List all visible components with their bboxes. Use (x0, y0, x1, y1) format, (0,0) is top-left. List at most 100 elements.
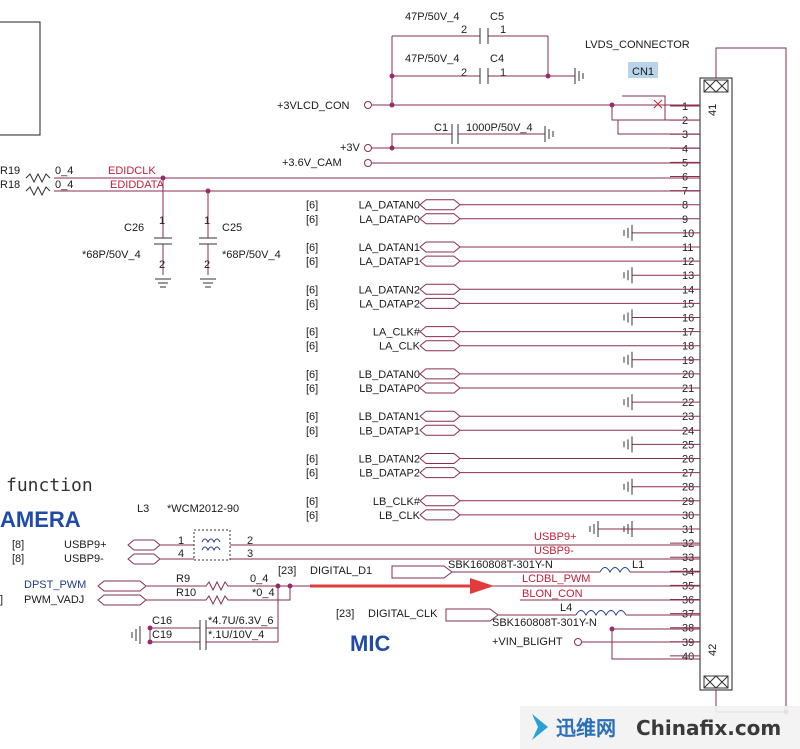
cap-c4: 47P/50V_4 C4 2 1 (392, 53, 575, 84)
clk-page-ref: [23] (336, 608, 354, 620)
c4-pin-b: 1 (500, 67, 506, 79)
lvds-page-ref: [6] (306, 369, 318, 381)
c4-value: 47P/50V_4 (405, 53, 459, 65)
mount-pin-41: 41 (707, 104, 719, 116)
vin-blight-net: +VIN_BLIGHT (492, 636, 563, 648)
cap-c5: 47P/50V_4 C5 2 1 (392, 11, 548, 44)
offpage-connector-icon (419, 495, 461, 507)
l3-pin4: 4 (178, 548, 184, 560)
pin-number: 26 (682, 454, 694, 466)
lcdbl-net: LCDBL_PWM (522, 573, 590, 585)
lvds-signal-row: [6]LA_DATAP2 (306, 297, 670, 310)
offpage-connector-icon (419, 213, 461, 225)
lvds-net-name: LB_DATAN2 (359, 454, 420, 466)
c25-pin1: 1 (204, 215, 210, 227)
pwm-page-ref: ] (0, 594, 3, 606)
lvds-net-name: LB_DATAP1 (359, 425, 420, 437)
lvds-net-name: LB_DATAP2 (359, 468, 420, 480)
net-vin-blight: +VIN_BLIGHT (492, 636, 700, 648)
l3-pin2: 2 (247, 535, 253, 547)
d1-net: DIGITAL_D1 (310, 565, 372, 577)
lvds-signal-row: [6]LA_DATAP1 (306, 255, 670, 268)
offpage-connector-icon (419, 424, 461, 436)
highlight-arrow (470, 578, 494, 594)
offpage-connector-icon (419, 382, 461, 394)
l1-value: SBK160808T-301Y-N (448, 559, 553, 571)
offpage-connector-icon (419, 297, 461, 309)
lvds-net-name: LA_DATAP0 (359, 214, 420, 226)
caps-c16-c19: C16 C19 *4.7U/6.3V_6 *.1U/10V_4 (131, 615, 279, 650)
pin-number: 14 (682, 284, 694, 296)
dpst-net: DPST_PWM (24, 579, 86, 591)
pin-number: 4 (682, 143, 688, 155)
c16-ref: C16 (152, 615, 172, 627)
net-edidda: EDIDDATA (110, 179, 165, 191)
lvds-page-ref: [6] (306, 214, 318, 226)
net-3v: +3V C1 1000P/50V_4 (340, 122, 700, 154)
clk-net: DIGITAL_CLK (368, 608, 438, 620)
lvds-net-name: LB_DATAN0 (359, 369, 420, 381)
ground-icon (623, 351, 670, 368)
net-3v6-label: +3.6V_CAM (282, 157, 342, 169)
lvds-page-ref: [6] (306, 468, 318, 480)
lvds-net-name: LA_CLK (379, 341, 421, 353)
c26-pin1: 1 (159, 215, 165, 227)
lvds-signal-row: [6]LB_DATAP1 (306, 424, 670, 437)
pin-number: 31 (682, 524, 694, 536)
ground-icon (623, 267, 670, 284)
pin-number: 30 (682, 510, 694, 522)
digital-clk-line: [23] DIGITAL_CLK L4 SBK160808T-301Y-N (336, 602, 700, 660)
r9-ref: R9 (176, 573, 190, 585)
lvds-net-name: LA_DATAN2 (359, 284, 420, 296)
pin-number: 23 (682, 411, 694, 423)
c19-value: *.1U/10V_4 (208, 629, 264, 641)
r18-ref: R18 (0, 179, 20, 191)
pin-number: 29 (682, 496, 694, 508)
ground-icon (623, 478, 670, 495)
camera-label: AMERA (0, 507, 81, 532)
r18-value: 0_4 (55, 179, 73, 191)
c1-value: 1000P/50V_4 (466, 122, 533, 134)
lvds-page-ref: [6] (306, 242, 318, 254)
r19-ref: R19 (0, 165, 20, 177)
lvds-net-name: LA_CLK# (373, 327, 421, 339)
lvds-page-ref: [6] (306, 327, 318, 339)
net-vlcd-label: +3VLCD_CON (277, 100, 350, 112)
lvds-signal-row: [6] LA_CLK (306, 340, 670, 353)
lvds-page-ref: [6] (306, 284, 318, 296)
l4-ref: L4 (560, 602, 572, 614)
lvds-net-name: LB_DATAN1 (359, 411, 420, 423)
lvds-page-ref: [6] (306, 341, 318, 353)
mount-pin-42: 42 (707, 644, 719, 656)
c26-pin2: 2 (159, 259, 165, 271)
pin-number: 1 (682, 101, 688, 113)
lvds-net-name: LA_DATAN0 (359, 200, 420, 212)
c25-value: *68P/50V_4 (222, 249, 281, 261)
pin-number: 20 (682, 369, 694, 381)
lvds-signal-row: [6] LB_DATAN2 (306, 453, 670, 466)
c4-ref: C4 (490, 53, 504, 65)
l1-ref: L1 (632, 559, 644, 571)
watermark-cn: 迅维网 (556, 716, 616, 740)
c5-ref: C5 (490, 11, 504, 23)
offpage-connector-icon (419, 340, 461, 352)
usb-choke-l3: L3 *WCM2012-90 1 2 4 3 [8] [8] USBP9+ US… (12, 503, 700, 565)
lvds-grounds (589, 224, 670, 537)
offpage-connector-icon (419, 453, 461, 464)
lvds-net-name: LB_CLK (379, 510, 421, 522)
net-3v-label: +3V (340, 142, 361, 154)
lvds-page-ref: [6] (306, 454, 318, 466)
pin-number: 39 (682, 637, 694, 649)
lvds-signal-row: [6] LB_DATAP2 (306, 467, 670, 480)
pin-number: 7 (682, 186, 688, 198)
c5-value: 47P/50V_4 (405, 11, 459, 23)
c26-ref: C26 (124, 222, 144, 234)
pin-number: 33 (682, 552, 694, 564)
pin-number: 10 (682, 228, 694, 240)
usbn-page-ref: [8] (12, 553, 24, 565)
l3-value: *WCM2012-90 (167, 503, 239, 515)
offpage-connector-icon (419, 255, 461, 267)
pin-number: 25 (682, 439, 694, 451)
c25-ref: C25 (222, 222, 242, 234)
